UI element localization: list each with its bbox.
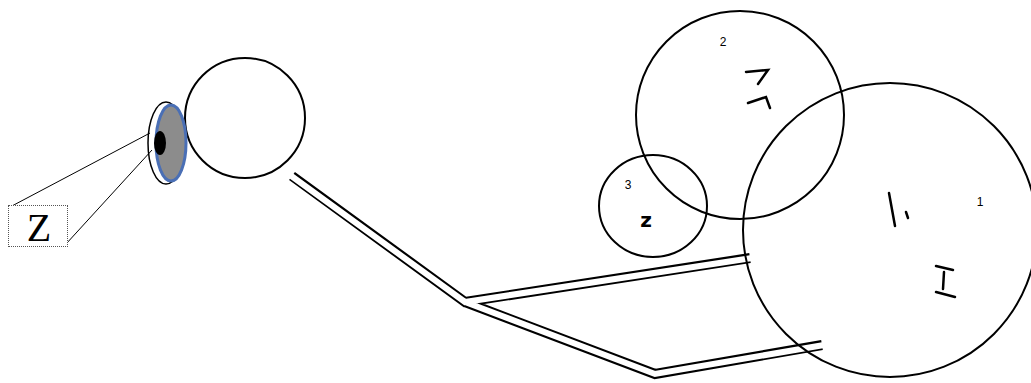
fragment-stroke xyxy=(906,212,908,218)
circle-outline xyxy=(635,10,845,220)
area-number: 2 xyxy=(720,36,727,48)
fragment-stroke xyxy=(936,266,953,270)
shape-fragments xyxy=(746,70,770,108)
nerve-outline xyxy=(292,176,822,374)
circle-outline-shape xyxy=(599,155,707,257)
letter-text: z xyxy=(640,210,652,230)
fragment-stroke xyxy=(748,97,770,108)
eyeball xyxy=(185,58,305,178)
circle-outline xyxy=(598,154,708,258)
letter-text: Z xyxy=(27,208,51,248)
visual-area-circle: 1 xyxy=(742,82,1031,378)
circle-outline-shape xyxy=(636,11,844,219)
magnified-view-box: Z xyxy=(8,205,68,247)
nerve-core xyxy=(290,175,824,374)
leader-line xyxy=(10,133,150,207)
fragment-stroke xyxy=(943,272,944,289)
fragment-stroke xyxy=(936,292,955,297)
visual-area-circle: 2 xyxy=(635,10,845,220)
fragment-stroke xyxy=(889,193,895,226)
circle-outline xyxy=(742,82,1031,378)
pupil xyxy=(154,131,166,155)
area-number: 3 xyxy=(625,179,632,191)
circle-outline-shape xyxy=(743,83,1031,377)
leader-line xyxy=(66,150,152,244)
optic-pathway xyxy=(290,175,824,374)
visual-area-circle: 3z xyxy=(598,154,708,258)
edge-fragments xyxy=(889,193,955,297)
fragment-stroke xyxy=(746,70,768,84)
area-number: 1 xyxy=(977,196,984,208)
